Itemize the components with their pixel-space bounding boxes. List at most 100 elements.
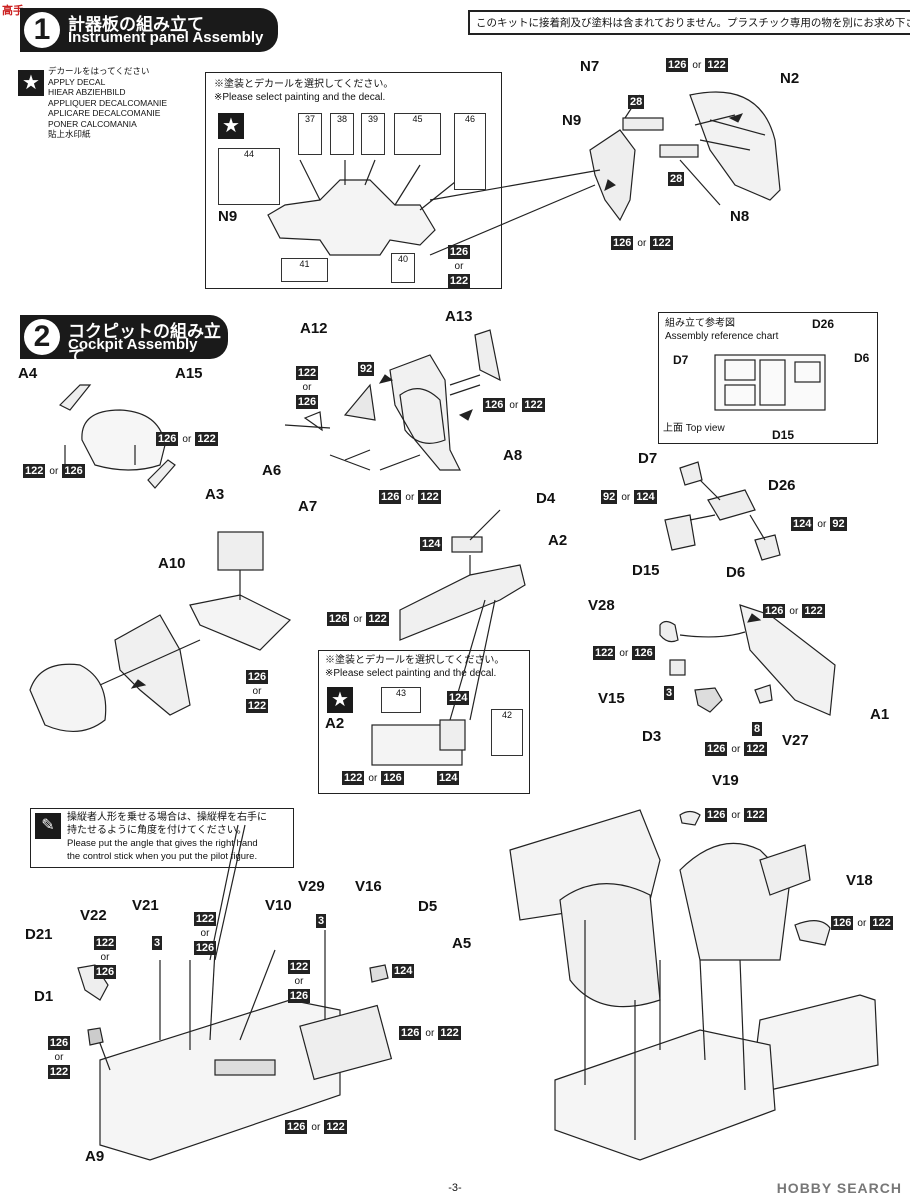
ref-label-d7: D7 <box>673 353 689 367</box>
part-label-v10: V10 <box>265 897 292 914</box>
part-label-d5: D5 <box>418 898 438 915</box>
paint-callout: 126 or 122 <box>704 742 768 757</box>
or-text: or <box>789 606 799 617</box>
part-label-v22: V22 <box>80 907 107 924</box>
paint-code: 92 <box>830 517 847 531</box>
decal-43: 43 <box>381 687 421 713</box>
paint-code: 122 <box>324 1120 347 1134</box>
pilot-note-line: Please put the angle that gives the righ… <box>67 838 258 849</box>
paint-callout: 126 or 122 <box>284 1120 348 1135</box>
part-label-v28: V28 <box>588 597 615 614</box>
paint-callout: 126 or 122 <box>378 490 442 505</box>
or-text: or <box>182 434 192 445</box>
paint-code: 8 <box>752 722 763 736</box>
decal-legend: デカールをはってください APPLY DECAL HIEAR ABZIEHBIL… <box>48 66 167 140</box>
decal-legend-line: APLICARE DECALCOMANIE <box>48 108 161 118</box>
paint-code: 122 <box>438 1026 461 1040</box>
decal-number: 43 <box>395 688 406 698</box>
decal-legend-line: 貼上水印紙 <box>48 129 91 139</box>
paint-callout: 126 or 122 <box>830 916 894 931</box>
paint-code: 126 <box>381 771 404 785</box>
or-text: or <box>405 492 415 503</box>
paint-code: 126 <box>705 808 728 822</box>
paint-code: 122 <box>193 912 217 926</box>
paint-callout: 122 or 126 <box>294 366 320 409</box>
part-label-d1: D1 <box>34 988 54 1005</box>
part-label-a8: A8 <box>503 447 523 464</box>
or-text: or <box>637 238 647 249</box>
part-label-a2: A2 <box>548 532 568 549</box>
part-label-a9: A9 <box>85 1148 105 1165</box>
part-label-a3: A3 <box>205 486 225 503</box>
paint-code: 122 <box>744 742 767 756</box>
paint-code: 126 <box>447 245 471 259</box>
paint-callout: 126 or 122 <box>155 432 219 447</box>
watermark: HOBBY SEARCH <box>776 1180 902 1196</box>
select-note-en: ※Please select painting and the decal. <box>325 668 497 679</box>
step1-header: 1 計器板の組み立て Instrument panel Assembly <box>20 8 278 52</box>
paint-callout: 92 or 124 <box>600 490 658 505</box>
paint-code: 126 <box>379 490 402 504</box>
paint-code: 92 <box>601 490 618 504</box>
step1-title-en: Instrument panel Assembly <box>68 29 264 46</box>
paint-callout: 126 or 122 <box>610 236 674 251</box>
paint-code: 126 <box>399 1026 422 1040</box>
or-text: or <box>731 744 741 755</box>
paint-code: 28 <box>668 172 685 186</box>
paint-code: 126 <box>285 1120 308 1134</box>
part-label-v15: V15 <box>598 690 625 707</box>
step1-number: 1 <box>24 12 60 48</box>
or-text: or <box>294 976 304 987</box>
paint-callout: 126 or 122 <box>444 245 474 288</box>
paint-callout: 126 or 122 <box>665 58 729 73</box>
paint-code: 122 <box>744 808 767 822</box>
paint-code: 126 <box>156 432 179 446</box>
step2-title-en: Cockpit Assembly <box>68 336 198 353</box>
decal-37: 37 <box>298 113 322 155</box>
decal-number: 46 <box>464 114 475 124</box>
part-label-v19: V19 <box>712 772 739 789</box>
paint-code: 122 <box>93 936 117 950</box>
decal-38: 38 <box>330 113 354 155</box>
decal-number: 45 <box>412 114 423 124</box>
decal-legend-line: APPLIQUER DECALCOMANIE <box>48 97 168 108</box>
part-label-v29: V29 <box>298 878 325 895</box>
part-label-a7: A7 <box>298 498 318 515</box>
step1-title-jp: 計器板の組み立て <box>68 15 204 34</box>
part-label-a15: A15 <box>175 365 203 382</box>
or-text: or <box>302 382 312 393</box>
decal-number: 39 <box>367 114 378 124</box>
corner-logo: 高手 <box>2 5 24 17</box>
paint-callout: 126 or 122 <box>244 670 270 713</box>
part-label-v16: V16 <box>355 878 382 895</box>
paint-code: 122 <box>245 699 269 713</box>
paint-code: 126 <box>287 989 311 1003</box>
part-label-n2: N2 <box>780 70 800 87</box>
step2-header: 2 コクピットの組み立て Cockpit Assembly <box>20 315 228 366</box>
paint-code: 122 <box>47 1065 71 1079</box>
pen-icon: ✎ <box>35 813 61 839</box>
pilot-note-box: ✎ 操縦者人形を乗せる場合は、操縦桿を右手に 持たせるように角度を付けてください… <box>30 808 294 868</box>
paint-code: 126 <box>632 646 655 660</box>
panel-decal-box: ※塗装とデカールを選択してください。 ※Please select painti… <box>205 72 502 289</box>
paint-code: 122 <box>287 960 311 974</box>
paint-code: 28 <box>628 95 645 109</box>
paint-code: 126 <box>47 1036 71 1050</box>
or-text: or <box>817 519 827 530</box>
ref-chart-title-en: Assembly reference chart <box>665 331 779 342</box>
part-label-a5: A5 <box>452 935 472 952</box>
a2-decal-box: ※塗装とデカールを選択してください。 ※Please select painti… <box>318 650 530 794</box>
paint-code: 122 <box>593 646 616 660</box>
pilot-note-line: the control stick when you put the pilot… <box>67 851 258 862</box>
part-label-d21: D21 <box>25 926 53 943</box>
pilot-note-line: 持たせるように角度を付けてください。 <box>67 825 247 836</box>
paint-callout: 122 or 126 <box>192 912 218 955</box>
decal-41: 41 <box>281 258 328 282</box>
paint-code: 126 <box>245 670 269 684</box>
decal-44: 44 <box>218 148 280 205</box>
part-label-n9: N9 <box>562 112 582 129</box>
paint-code: 124 <box>437 771 460 785</box>
ref-label-d6: D6 <box>854 351 870 365</box>
decal-40: 40 <box>391 253 415 283</box>
paint-code: 126 <box>666 58 689 72</box>
